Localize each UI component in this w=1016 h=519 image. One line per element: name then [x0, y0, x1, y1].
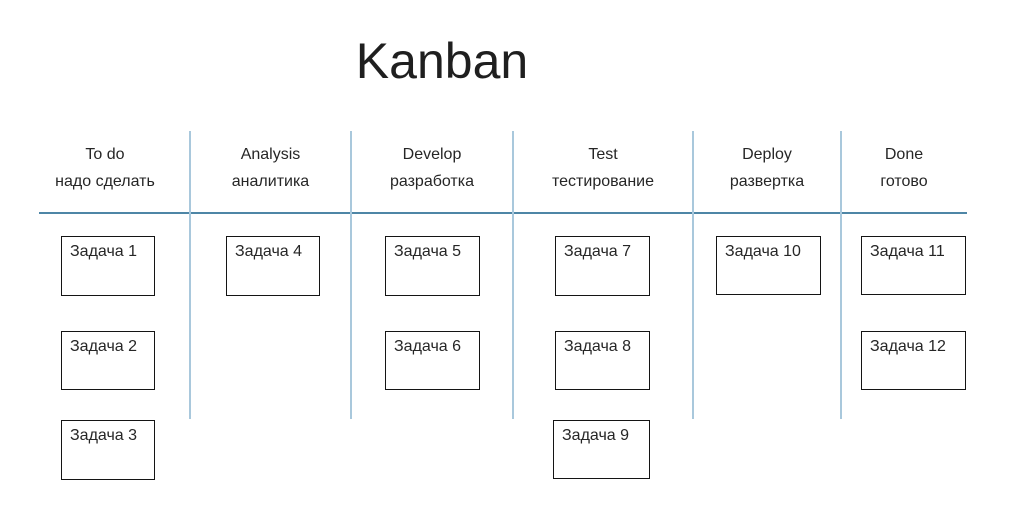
column-header-test: Test тестирование — [513, 141, 693, 195]
column-title-en: Analysis — [240, 146, 301, 163]
column-header-done: Done готово — [841, 141, 967, 195]
kanban-card[interactable]: Задача 2 — [61, 331, 155, 390]
kanban-card[interactable]: Задача 8 — [555, 331, 650, 390]
kanban-card[interactable]: Задача 9 — [553, 420, 650, 479]
column-header-develop: Develop разработка — [351, 141, 513, 195]
card-label: Задача 10 — [725, 243, 801, 260]
column-divider — [840, 131, 842, 419]
kanban-card[interactable]: Задача 4 — [226, 236, 320, 296]
card-label: Задача 6 — [394, 338, 462, 355]
column-title-en: Test — [588, 146, 618, 163]
kanban-card[interactable]: Задача 12 — [861, 331, 966, 390]
card-label: Задача 9 — [562, 427, 630, 444]
card-label: Задача 4 — [235, 243, 303, 260]
kanban-card[interactable]: Задача 1 — [61, 236, 155, 296]
column-divider — [512, 131, 514, 419]
column-title-ru: развертка — [729, 173, 805, 190]
column-title-ru: тестирование — [552, 173, 654, 190]
column-divider — [189, 131, 191, 419]
card-label: Задача 2 — [70, 338, 138, 355]
column-title-ru: готово — [880, 173, 928, 190]
kanban-card[interactable]: Задача 7 — [555, 236, 650, 296]
header-rule-line — [39, 212, 967, 214]
kanban-card[interactable]: Задача 3 — [61, 420, 155, 480]
card-label: Задача 11 — [870, 243, 945, 260]
column-title-en: Develop — [402, 146, 462, 163]
column-title-en: Done — [884, 146, 924, 163]
column-divider — [692, 131, 694, 419]
card-label: Задача 12 — [870, 338, 946, 355]
page-title: Kanban — [355, 33, 529, 89]
card-label: Задача 1 — [70, 243, 138, 260]
column-title-ru: надо сделать — [55, 173, 155, 190]
kanban-card[interactable]: Задача 11 — [861, 236, 966, 295]
kanban-card[interactable]: Задача 5 — [385, 236, 480, 296]
card-label: Задача 5 — [394, 243, 462, 260]
column-title-ru: аналитика — [231, 173, 310, 190]
kanban-card[interactable]: Задача 10 — [716, 236, 821, 295]
card-label: Задача 7 — [564, 243, 632, 260]
card-label: Задача 3 — [70, 427, 138, 444]
column-title-en: To do — [85, 146, 125, 163]
column-header-analysis: Analysis аналитика — [190, 141, 351, 195]
column-header-todo: To do надо сделать — [25, 141, 185, 195]
kanban-card[interactable]: Задача 6 — [385, 331, 480, 390]
column-title-ru: разработка — [389, 173, 475, 190]
column-header-deploy: Deploy развертка — [693, 141, 841, 195]
column-divider — [350, 131, 352, 419]
card-label: Задача 8 — [564, 338, 632, 355]
column-title-en: Deploy — [742, 146, 792, 163]
